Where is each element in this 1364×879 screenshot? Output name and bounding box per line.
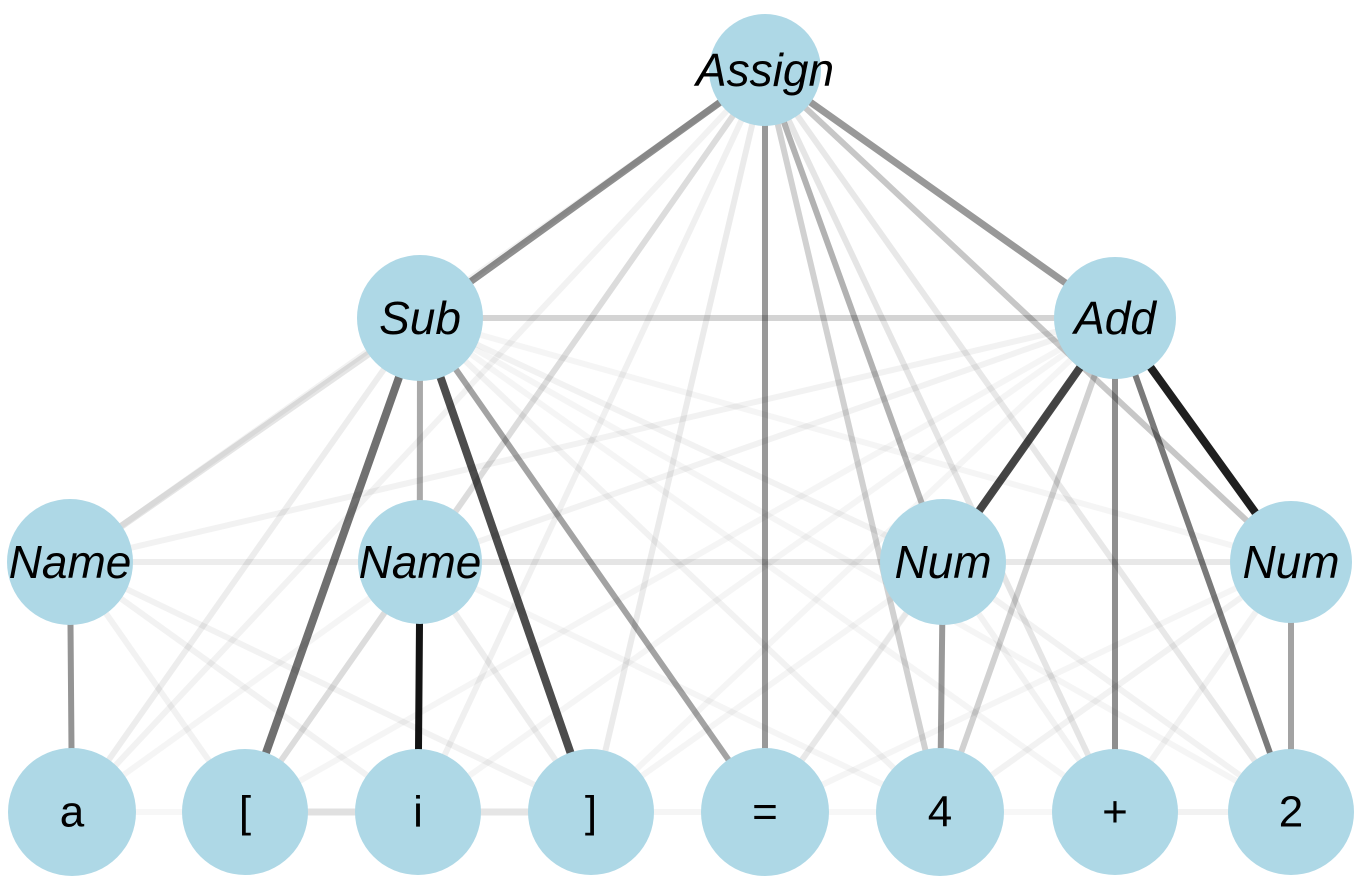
graph-edge	[816, 583, 1243, 790]
graph-edge	[601, 117, 757, 758]
graph-edge	[471, 333, 1065, 546]
node-label: Name	[359, 536, 482, 588]
graph-edge	[449, 606, 561, 767]
node-label: Sub	[379, 292, 461, 344]
graph-node[interactable]: Add	[1054, 257, 1176, 379]
graph-edge	[459, 355, 900, 774]
graph-edge	[957, 368, 1099, 759]
graph-edge	[103, 363, 390, 766]
node-label: [	[239, 788, 251, 837]
graph-edge	[636, 593, 898, 781]
node-label: Num	[894, 536, 991, 588]
graph-edge	[439, 114, 746, 762]
node-label: Num	[1242, 536, 1339, 588]
node-circle[interactable]	[1054, 257, 1176, 379]
graph-edge	[114, 593, 374, 781]
graph-node[interactable]: Name	[7, 499, 133, 625]
graph-node[interactable]: ]	[528, 749, 654, 875]
node-label: =	[752, 788, 778, 837]
graph-node[interactable]: Assign	[693, 14, 834, 126]
graph-edge	[473, 330, 1240, 550]
graph-edge	[784, 114, 1093, 762]
graph-node[interactable]: Sub	[357, 255, 483, 381]
node-circle[interactable]	[876, 748, 1004, 876]
node-circle[interactable]	[1230, 501, 1352, 623]
graph-edge	[1144, 360, 1262, 520]
graph-edge	[260, 369, 405, 761]
node-label: ]	[585, 788, 597, 837]
graph-edge	[799, 102, 1253, 527]
graph-edge	[773, 117, 930, 757]
graph-edge	[117, 592, 376, 780]
graph-edge	[470, 339, 893, 541]
graph-edge	[435, 369, 576, 761]
node-label: Assign	[693, 44, 834, 96]
graph-edge	[120, 584, 541, 790]
graph-edge	[985, 592, 1248, 781]
node-circle[interactable]	[357, 255, 483, 381]
graph-edge	[100, 607, 215, 767]
graph-edge	[779, 115, 926, 510]
graph-node[interactable]: Num	[880, 499, 1006, 625]
graph-edge	[803, 96, 1072, 289]
graph-node[interactable]: [	[182, 749, 308, 875]
graph-node[interactable]: 4	[876, 748, 1004, 876]
graph-node[interactable]: a	[8, 748, 136, 876]
node-label: a	[60, 788, 85, 837]
graph-node[interactable]: Name	[358, 500, 482, 624]
graph-node[interactable]: =	[701, 748, 829, 876]
node-label: +	[1102, 788, 1128, 837]
graph-edge	[465, 349, 1070, 781]
node-circle[interactable]	[8, 748, 136, 876]
graph-edge	[414, 616, 424, 757]
node-circle[interactable]	[701, 748, 829, 876]
node-circle[interactable]	[355, 749, 481, 875]
graph-edge	[630, 354, 1077, 775]
graph-edge	[275, 606, 390, 767]
graph-edge	[468, 344, 1243, 786]
graph-edge	[109, 105, 733, 772]
graph-node[interactable]: +	[1052, 749, 1178, 875]
graph-edge	[450, 363, 734, 766]
graph-edge	[463, 347, 1072, 781]
node-circle[interactable]	[182, 749, 308, 875]
graph-edge	[293, 343, 1069, 786]
node-circle[interactable]	[1052, 749, 1178, 875]
graph-edge	[469, 584, 889, 790]
graph-edge	[450, 109, 739, 518]
node-label: Name	[9, 536, 132, 588]
node-circle[interactable]	[880, 499, 1006, 625]
graph-edge	[275, 109, 739, 767]
node-circle[interactable]	[709, 14, 821, 126]
graph-edge	[114, 348, 376, 532]
graph-edge	[937, 617, 946, 756]
graph-edge	[972, 360, 1087, 518]
graph-edge	[973, 607, 1085, 767]
node-circle[interactable]	[1228, 749, 1354, 875]
graph-edge	[796, 607, 912, 767]
graph-node[interactable]: Num	[1230, 501, 1352, 623]
node-label: i	[413, 788, 423, 837]
node-label: 2	[1279, 788, 1303, 837]
graph-edge	[987, 593, 1247, 781]
graph-edge	[1131, 368, 1275, 760]
edges-layer	[67, 96, 1294, 816]
graph-edge	[1145, 605, 1262, 767]
graph-node[interactable]: i	[355, 749, 481, 875]
node-circle[interactable]	[7, 499, 133, 625]
graph-edge	[464, 96, 727, 288]
node-circle[interactable]	[358, 500, 482, 624]
node-label: Add	[1071, 292, 1157, 344]
node-label: 4	[928, 788, 952, 837]
graph-edge	[67, 617, 75, 756]
graph-edge	[124, 327, 1063, 552]
graph-node[interactable]: 2	[1228, 749, 1354, 875]
node-circle[interactable]	[528, 749, 654, 875]
